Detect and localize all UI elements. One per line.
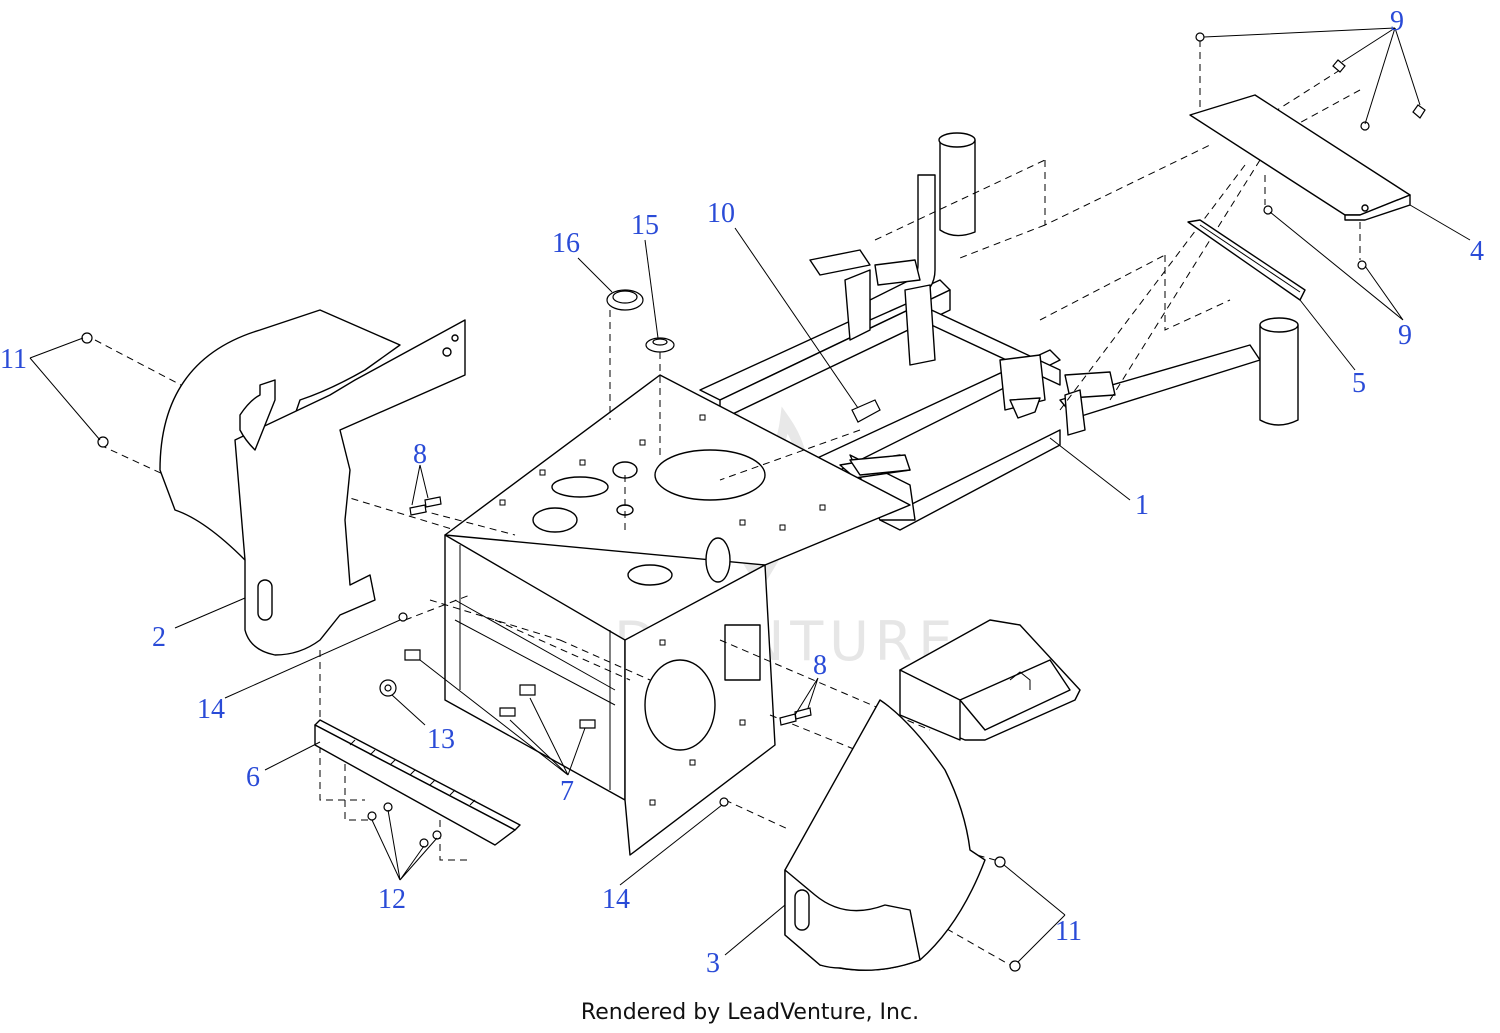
bolt-7c-icon xyxy=(499,707,516,717)
bolt-8c-icon xyxy=(779,713,797,726)
callout-7: 7 xyxy=(560,776,574,807)
screw-9b-icon xyxy=(1332,59,1346,73)
callout-15: 15 xyxy=(631,210,659,241)
nut-13-icon xyxy=(379,679,397,697)
callout-9-lower: 9 xyxy=(1398,320,1412,351)
callout-11-left: 11 xyxy=(0,344,27,375)
washer-14a-icon xyxy=(398,612,408,622)
screw-9a-icon xyxy=(1195,32,1205,42)
callout-6: 6 xyxy=(246,762,260,793)
nut-11b-icon xyxy=(97,436,109,448)
part-1-main-frame xyxy=(444,132,1299,856)
bolt-8b-icon xyxy=(424,496,442,508)
callout-13: 13 xyxy=(427,724,455,755)
bolt-10-icon xyxy=(851,399,881,423)
callout-labels: 1 2 3 4 5 6 7 8 8 9 9 10 11 11 12 13 14 … xyxy=(0,6,1484,979)
nut-12b-icon xyxy=(383,802,393,812)
part-5-strap xyxy=(1187,219,1306,301)
leader-lines xyxy=(29,27,1471,963)
footer-credit: Rendered by LeadVenture, Inc. xyxy=(580,1000,920,1025)
bolt-8a-icon xyxy=(409,504,427,516)
grommet-16-icon xyxy=(606,289,644,311)
part-3-right-fender xyxy=(784,619,1081,971)
nut-11a-icon xyxy=(81,332,93,344)
callout-14-left: 14 xyxy=(197,694,225,725)
nut-11d-icon xyxy=(1009,960,1021,972)
nut-12a-icon xyxy=(367,811,377,821)
callout-9-upper: 9 xyxy=(1390,6,1404,37)
screw-9d-icon xyxy=(1360,121,1370,131)
nut-11c-icon xyxy=(994,856,1006,868)
bolt-7d-icon xyxy=(579,719,596,729)
assembly-guide-lines xyxy=(94,40,1361,966)
callout-4: 4 xyxy=(1470,236,1484,267)
nut-12d-icon xyxy=(432,830,442,840)
part-4-cover-plate xyxy=(1189,94,1411,221)
grommet-15-icon xyxy=(645,337,675,353)
callout-11-right: 11 xyxy=(1055,916,1082,947)
bolt-7b-icon xyxy=(519,684,536,696)
washer-14b-icon xyxy=(719,797,729,807)
callout-16: 16 xyxy=(552,228,580,259)
screw-9f-icon xyxy=(1357,260,1367,270)
bolt-7a-icon xyxy=(404,649,421,661)
nut-12c-icon xyxy=(419,838,429,848)
bolt-8d-icon xyxy=(794,707,812,720)
callout-14-bottom: 14 xyxy=(602,884,630,915)
screw-9c-icon xyxy=(1412,104,1426,119)
callout-8-lower: 8 xyxy=(813,650,827,681)
fasteners xyxy=(81,32,1426,972)
part-2-left-fender xyxy=(159,309,466,656)
callout-8-upper: 8 xyxy=(413,439,427,470)
callout-2: 2 xyxy=(152,622,166,653)
callout-12: 12 xyxy=(378,884,406,915)
callout-1: 1 xyxy=(1135,490,1149,521)
callout-10: 10 xyxy=(707,198,735,229)
part-6-bracket xyxy=(314,719,521,846)
callout-5: 5 xyxy=(1352,368,1366,399)
callout-3: 3 xyxy=(706,948,720,979)
